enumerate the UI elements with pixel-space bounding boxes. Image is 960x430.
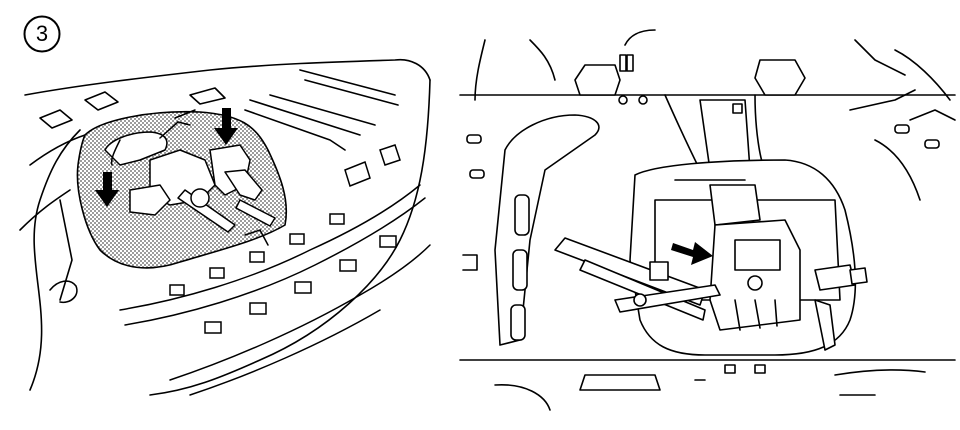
step-circle (23, 15, 61, 53)
step-number-badge: 3 (23, 15, 61, 53)
down-arrow-2 (214, 108, 238, 145)
jack-holder-drawing (459, 29, 956, 411)
left-illustration (0, 0, 440, 425)
step-number: 3 (35, 21, 49, 46)
right-arrow (671, 242, 713, 265)
right-illustration (455, 0, 960, 425)
trunk-tray-drawing (19, 58, 431, 396)
down-arrow-1 (95, 172, 119, 207)
